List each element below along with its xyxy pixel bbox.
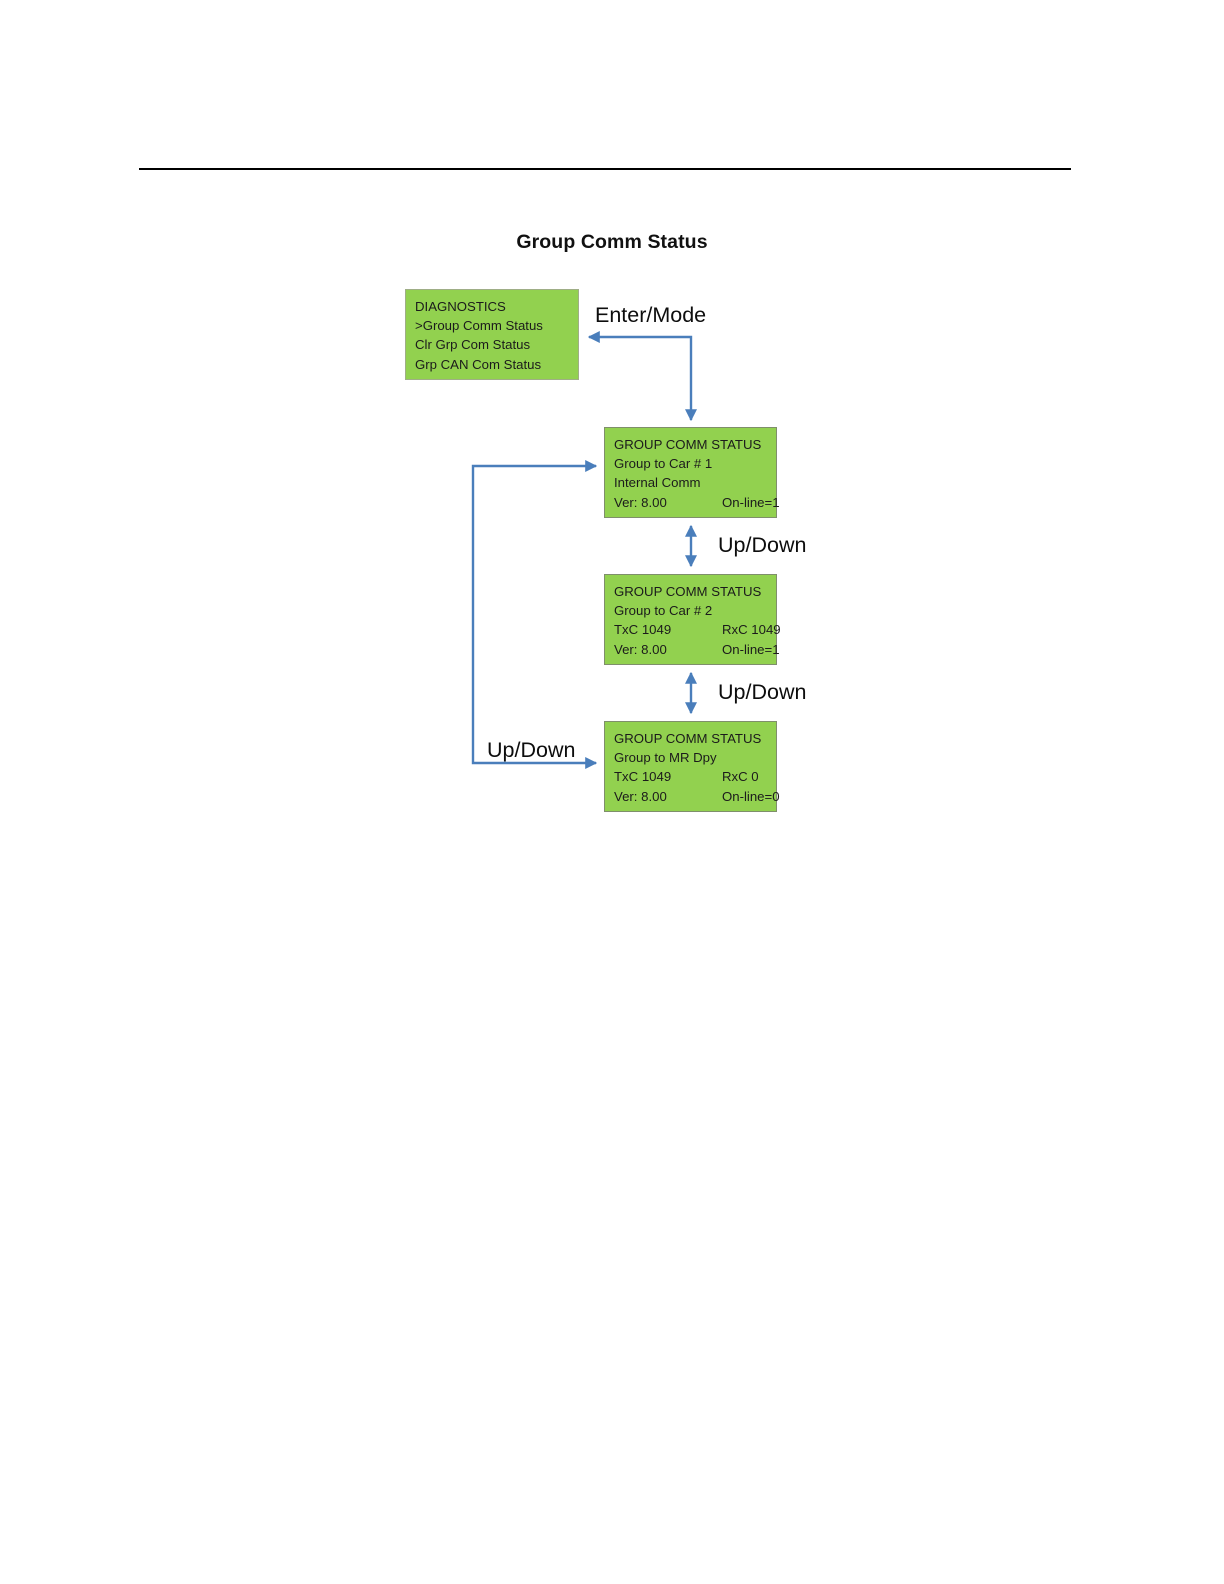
node-group-comm-status-car-1[interactable]: GROUP COMM STATUS Group to Car # 1 Inter…	[604, 427, 780, 518]
status-3-line-4: Ver: 8.00 On-line=0	[614, 787, 780, 806]
edge-label-up-down-2: Up/Down	[718, 680, 807, 704]
status-2-online: On-line=1	[722, 641, 780, 657]
diagnostics-line-4[interactable]: Grp CAN Com Status	[415, 356, 542, 372]
connector-up-down-wrap	[471, 460, 598, 769]
status-3-online: On-line=0	[722, 788, 780, 804]
status-1-online: On-line=1	[722, 494, 780, 510]
status-3-rxc: RxC 0	[722, 769, 759, 785]
status-2-version: Ver: 8.00	[614, 641, 667, 657]
status-1-header: GROUP COMM STATUS	[614, 437, 762, 452]
header-rule	[139, 168, 1071, 170]
diagnostics-line-1: DIAGNOSTICS	[415, 299, 506, 314]
edge-label-up-down-3: Up/Down	[487, 738, 576, 762]
status-2-header: GROUP COMM STATUS	[614, 584, 762, 599]
edge-label-enter-mode: Enter/Mode	[595, 303, 707, 327]
status-1-line-3-left: Internal Comm	[614, 475, 701, 491]
status-1-line-3: Internal Comm	[614, 473, 767, 492]
diagnostics-line-3[interactable]: Clr Grp Com Status	[415, 337, 531, 353]
edge-label-up-down-1: Up/Down	[718, 533, 807, 557]
connector-enter-mode	[587, 331, 697, 422]
status-1-line-4: Ver: 8.00 On-line=1	[614, 493, 780, 512]
node-group-comm-status-mr-dpy[interactable]: GROUP COMM STATUS Group to MR Dpy TxC 10…	[604, 721, 780, 812]
status-3-subject: Group to MR Dpy	[614, 750, 717, 766]
node-group-comm-status-car-2[interactable]: GROUP COMM STATUS Group to Car # 2 TxC 1…	[604, 574, 781, 665]
status-2-subject: Group to Car # 2	[614, 603, 713, 619]
status-1-subject: Group to Car # 1	[614, 456, 713, 472]
diagnostics-line-2-selected[interactable]: >Group Comm Status	[415, 318, 543, 334]
status-2-line-4: Ver: 8.00 On-line=1	[614, 640, 780, 659]
status-2-line-3: TxC 1049 RxC 1049	[614, 620, 781, 639]
status-1-version: Ver: 8.00	[614, 494, 667, 510]
status-3-version: Ver: 8.00	[614, 788, 667, 804]
status-3-header: GROUP COMM STATUS	[614, 731, 762, 746]
status-2-rxc: RxC 1049	[722, 622, 781, 638]
status-3-txc: TxC 1049	[614, 769, 672, 785]
page-title: Group Comm Status	[516, 231, 708, 253]
status-2-txc: TxC 1049	[614, 622, 672, 638]
node-diagnostics-menu[interactable]: DIAGNOSTICS >Group Comm Status Clr Grp C…	[405, 289, 579, 380]
status-3-line-3: TxC 1049 RxC 0	[614, 767, 767, 786]
